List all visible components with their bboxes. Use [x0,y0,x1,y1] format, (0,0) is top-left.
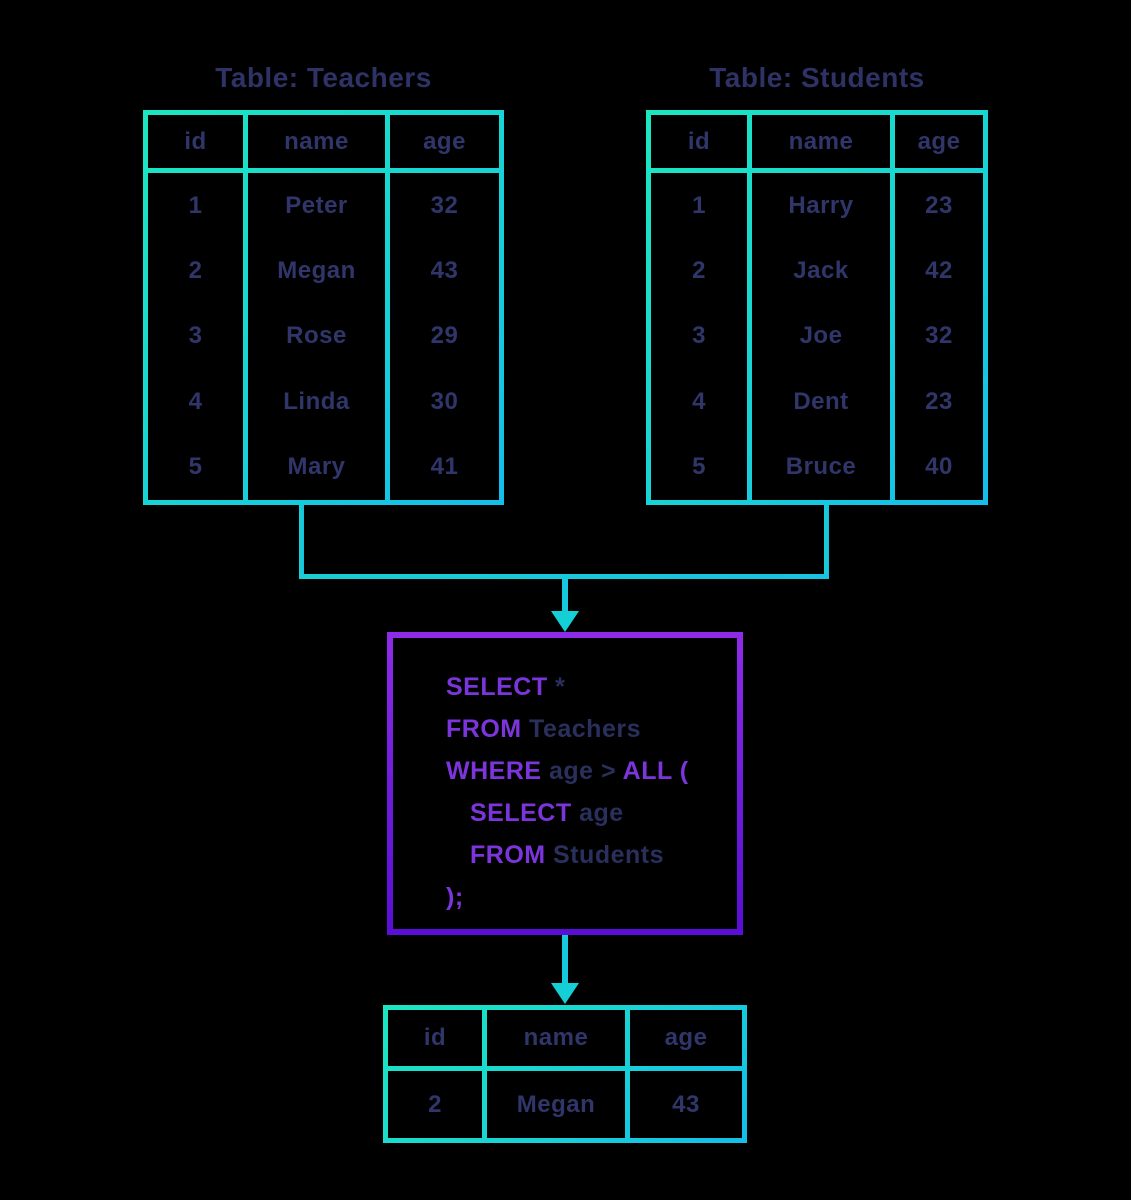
table-cell: Megan [487,1071,625,1138]
sql-line-3: WHERE age > ALL ( [446,750,737,792]
sql-text: Students [545,841,665,869]
result-stem [562,935,568,985]
result-header-age: age [630,1010,742,1066]
students-header-name: name [752,115,890,168]
table-cell: 43 [630,1071,742,1138]
connector-left-drop [299,505,304,579]
teachers-header-age: age [390,115,499,168]
sql-keyword: ALL ( [622,757,689,785]
table-cell: 5 [188,453,203,481]
table-cell: Jack [793,257,849,285]
table-cell: 4 [692,387,706,415]
table-cell: 32 [925,322,953,350]
table-cell: Megan [277,257,356,285]
teachers-header-name: name [248,115,385,168]
result-table: id name age 2 Megan 43 [383,1005,747,1143]
students-column-age: 23 42 32 23 40 [895,173,983,500]
teachers-header-id: id [148,115,243,168]
sql-text: * [547,673,566,701]
table-cell: Bruce [785,453,857,481]
sql-line-1: SELECT * [446,666,737,708]
table-cell: 30 [430,387,459,415]
table-cell: 40 [925,453,953,481]
connector-horizontal [299,574,829,579]
table-cell: 3 [692,322,706,350]
students-table: id name age 1 2 3 4 5 Harry Jack Joe Den… [646,110,988,505]
table-cell: 2 [188,257,203,285]
sql-text: Teachers [521,715,641,743]
table-cell: 2 [692,257,706,285]
table-cell: Harry [788,191,854,219]
teachers-table-title: Table: Teachers [215,62,432,93]
students-column-name: Harry Jack Joe Dent Bruce [752,173,890,500]
sql-keyword: WHERE [446,757,542,785]
table-cell: 43 [430,257,459,285]
sql-keyword: SELECT [446,673,548,701]
sql-query-box: SELECT * FROM Teachers WHERE age > ALL (… [387,632,743,935]
sql-keyword: SELECT [470,799,572,827]
result-header-name: name [487,1010,625,1066]
teachers-column-name: Peter Megan Rose Linda Mary [248,173,385,500]
sql-line-5: FROM Students [446,834,737,876]
table-cell: 1 [188,191,203,219]
sql-keyword: ); [446,883,464,911]
table-cell: 23 [925,387,953,415]
table-cell: 42 [925,257,953,285]
students-table-title: Table: Students [709,62,925,93]
sql-line-6: ); [446,876,737,918]
result-header-id: id [388,1010,482,1066]
teachers-column-id: 1 2 3 4 5 [148,173,243,500]
table-cell: Peter [285,191,348,219]
table-cell: Linda [283,387,350,415]
table-cell: 29 [430,322,459,350]
sql-line-4: SELECT age [446,792,737,834]
table-cell: 5 [692,453,706,481]
sql-line-2: FROM Teachers [446,708,737,750]
table-cell: 2 [388,1071,482,1138]
sql-keyword: FROM [470,841,546,869]
students-column-id: 1 2 3 4 5 [651,173,747,500]
table-cell: Dent [793,387,849,415]
table-cell: 3 [188,322,203,350]
students-header-age: age [895,115,983,168]
teachers-table: id name age 1 2 3 4 5 Peter Megan Rose L… [143,110,504,505]
table-cell: 4 [188,387,203,415]
students-header-id: id [651,115,747,168]
connector-right-drop [824,505,829,579]
table-cell: Joe [799,322,843,350]
connector-center-stem [562,579,568,612]
arrow-down-icon [551,611,579,632]
table-cell: 41 [430,453,459,481]
sql-text: age [571,799,624,827]
teachers-column-age: 32 43 29 30 41 [390,173,499,500]
table-cell: 32 [430,191,459,219]
table-cell: 1 [692,191,706,219]
table-cell: Mary [287,453,346,481]
table-cell: 23 [925,191,953,219]
table-cell: Rose [286,322,347,350]
arrow-down-icon [551,983,579,1004]
sql-keyword: FROM [446,715,522,743]
sql-text: age > [541,757,623,785]
